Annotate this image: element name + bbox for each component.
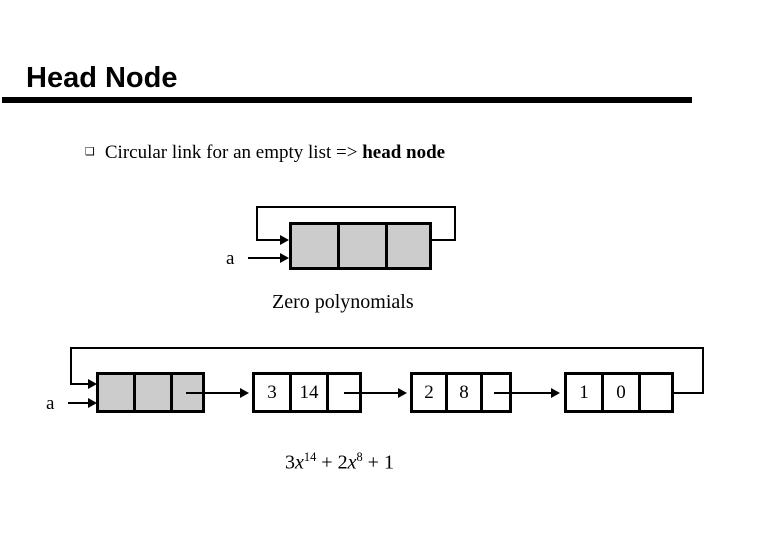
formula-operator-1: + [321, 451, 333, 474]
head-node-poly-cell-2 [136, 375, 173, 410]
head-node-empty-cell-2 [340, 225, 388, 267]
list-node-2-exp: 8 [448, 375, 483, 410]
poly-link-segment-right-up [702, 347, 704, 394]
empty-link-segment-left-down [256, 206, 258, 241]
square-bullet-icon: ❑ [85, 145, 95, 158]
list-node-3-coef: 1 [567, 375, 604, 410]
list-node-3-exp: 0 [604, 375, 641, 410]
poly-link-segment-top [70, 347, 704, 349]
formula-term2-var: x [347, 451, 357, 474]
empty-link-arrowhead [280, 235, 289, 245]
poly-link-segment-left-down [70, 347, 72, 384]
formula-term1-var: x [295, 451, 304, 474]
list-node-3: 1 0 [564, 372, 674, 413]
head-node-empty-cell-1 [292, 225, 340, 267]
formula-term3-coef: 1 [383, 451, 394, 474]
pointer-label-a-empty: a [226, 248, 235, 269]
link-node1-to-node2-arrowhead [398, 388, 407, 398]
head-node-poly-cell-1 [99, 375, 136, 410]
link-node2-to-node3 [494, 392, 555, 394]
formula-term1-exp: 14 [303, 450, 317, 464]
list-node-3-link [641, 375, 671, 410]
formula-term2-exp: 8 [356, 450, 363, 464]
link-node1-to-node2 [344, 392, 402, 394]
link-node2-to-node3-arrowhead [551, 388, 560, 398]
empty-link-segment-right-up [454, 206, 456, 241]
bullet-text-lead: Circular link for an empty list => [104, 142, 363, 163]
formula-term1-coef: 3 [285, 451, 295, 474]
empty-link-segment-in [256, 239, 282, 241]
caption-zero-polynomials: Zero polynomials [272, 291, 414, 313]
head-node-empty-cell-3 [388, 225, 429, 267]
pointer-label-a-poly: a [46, 393, 55, 414]
pointer-a-empty-line [248, 257, 284, 259]
list-node-1: 3 14 [252, 372, 362, 413]
pointer-a-poly-line [68, 402, 92, 404]
empty-link-segment-top [256, 206, 456, 208]
poly-link-segment-in [70, 383, 91, 385]
list-node-1-coef: 3 [255, 375, 292, 410]
link-head-to-node1-arrowhead [240, 388, 249, 398]
poly-link-arrowhead [88, 379, 97, 389]
head-node-poly [96, 372, 205, 413]
formula-term2-coef: 2 [337, 451, 348, 474]
title-underline-rule [2, 97, 692, 103]
link-head-to-node1 [186, 392, 244, 394]
head-node-empty [289, 222, 432, 270]
pointer-a-poly-arrowhead [88, 398, 97, 408]
formula-operator-2: + [367, 451, 379, 474]
pointer-a-empty-arrowhead [280, 253, 289, 263]
bullet-line: ❑ Circular link for an empty list => hea… [85, 142, 445, 164]
bullet-text-emphasis: head node [362, 142, 446, 163]
polynomial-formula: 3x14 + 2x8 + 1 [285, 450, 394, 475]
page-title: Head Node [26, 62, 178, 94]
bullet-text: Circular link for an empty list => head … [105, 142, 445, 164]
list-node-1-exp: 14 [292, 375, 329, 410]
list-node-2-coef: 2 [413, 375, 448, 410]
